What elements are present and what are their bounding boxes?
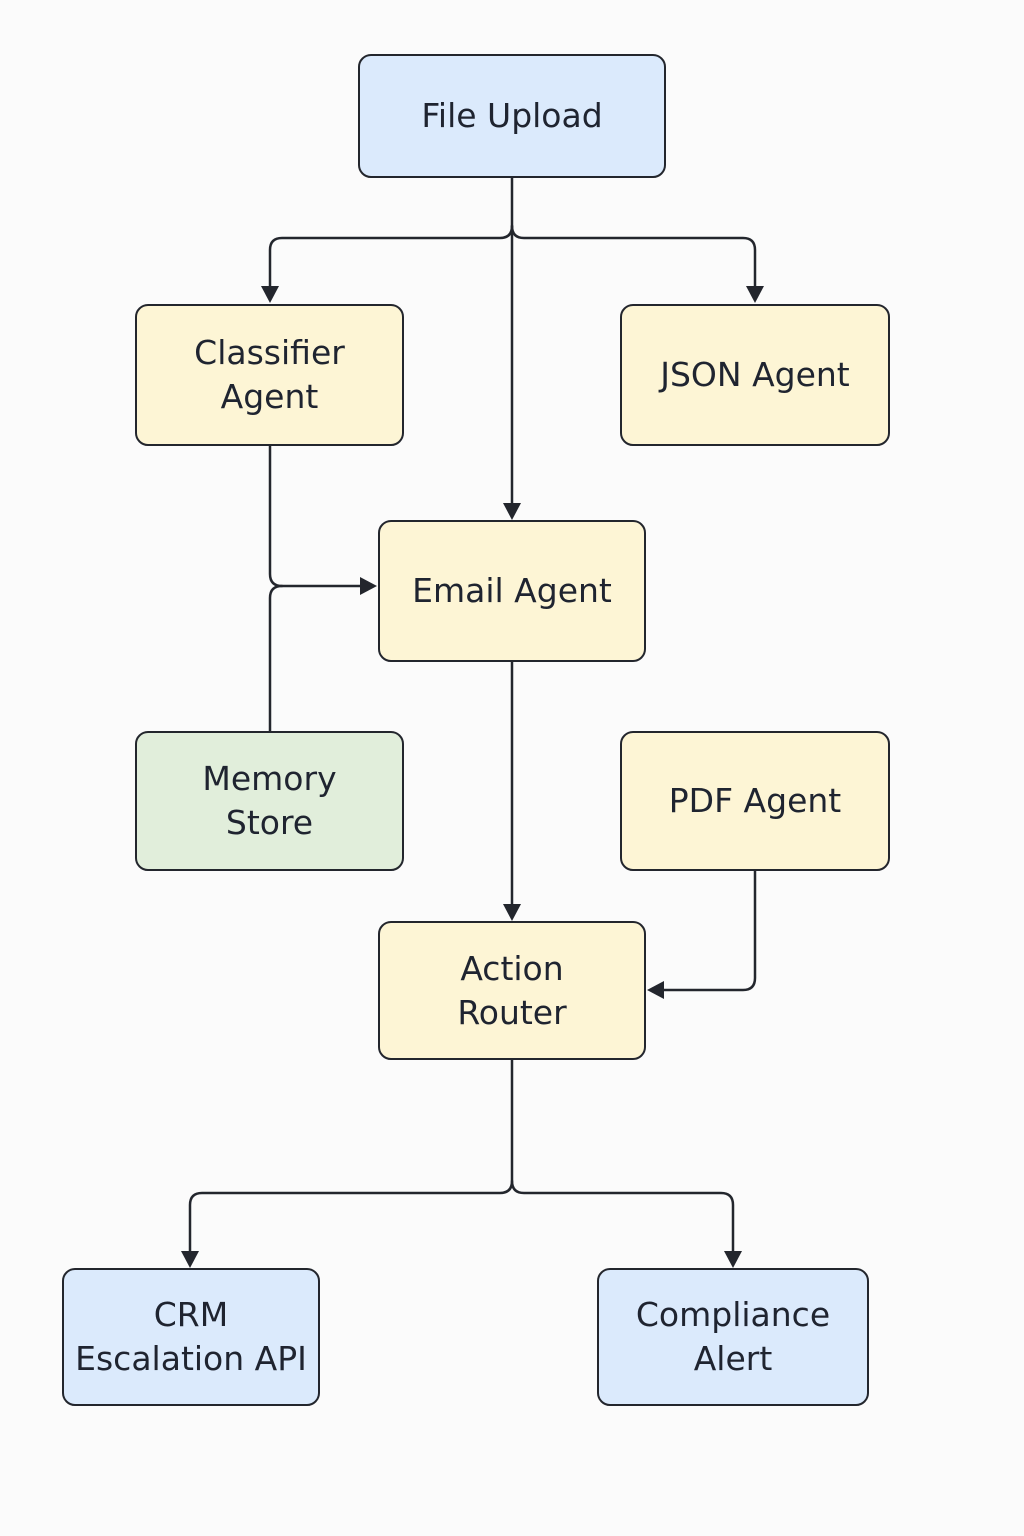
node-label: File Upload xyxy=(421,96,603,136)
arrowhead-compliance-alert xyxy=(724,1251,742,1268)
node-label: JSON Agent xyxy=(660,355,850,395)
node-label: Email Agent xyxy=(412,571,612,611)
node-label: CRM Escalation API xyxy=(75,1295,307,1378)
node-label: Compliance Alert xyxy=(635,1295,831,1378)
node-compliance-alert: Compliance Alert xyxy=(597,1268,869,1406)
node-json-agent: JSON Agent xyxy=(620,304,890,446)
node-action-router: Action Router xyxy=(378,921,646,1060)
node-file-upload: File Upload xyxy=(358,54,666,178)
edge-action-router-to-crm-escalation-api xyxy=(188,1058,514,1256)
node-crm-escalation-api: CRM Escalation API xyxy=(62,1268,320,1406)
node-email-agent: Email Agent xyxy=(378,520,646,662)
arrowhead-action-router-top xyxy=(503,904,521,921)
node-label: Classifier Agent xyxy=(194,333,345,416)
arrowhead-crm-escalation-api xyxy=(181,1251,199,1268)
arrowhead-email-agent-left xyxy=(360,577,377,595)
node-memory-store: Memory Store xyxy=(135,731,404,871)
arrowhead-classifier-agent xyxy=(261,286,279,303)
arrowhead-action-router-right xyxy=(647,981,664,999)
edge-classifier-agent-to-email-agent xyxy=(268,444,366,588)
node-label: Memory Store xyxy=(202,759,337,842)
arrowhead-email-agent-top xyxy=(503,503,521,520)
arrowhead-json-agent xyxy=(746,286,764,303)
edge-pdf-agent-to-action-router xyxy=(660,869,757,992)
edge-file-upload-to-json-agent xyxy=(510,224,757,292)
node-label: PDF Agent xyxy=(668,781,842,821)
node-pdf-agent: PDF Agent xyxy=(620,731,890,871)
node-label: Action Router xyxy=(457,948,567,1032)
edge-memory-store-to-email-agent xyxy=(268,584,284,733)
node-classifier-agent: Classifier Agent xyxy=(135,304,404,446)
edge-action-router-to-compliance-alert xyxy=(510,1179,735,1256)
edge-file-upload-to-classifier-agent xyxy=(268,176,514,292)
